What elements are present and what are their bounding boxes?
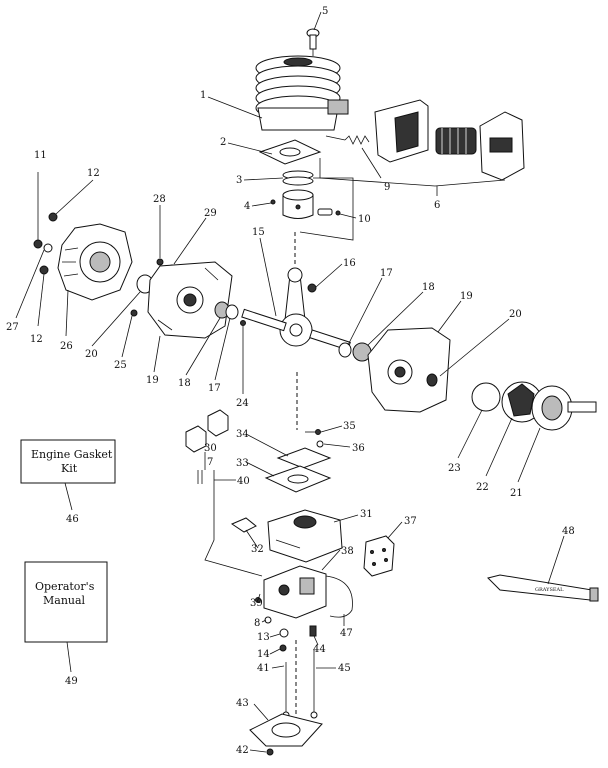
operators-manual-box: Operator's Manual bbox=[24, 561, 108, 643]
carb-gasket bbox=[230, 517, 257, 533]
manual-title: Operator's bbox=[35, 580, 95, 593]
callout-19: 19 bbox=[460, 291, 473, 302]
callout-48: 48 bbox=[562, 526, 575, 537]
callout-27: 27 bbox=[6, 322, 19, 333]
clutch-drum bbox=[531, 385, 597, 431]
callout-20: 20 bbox=[85, 349, 98, 360]
flywheel-hardware bbox=[33, 172, 58, 275]
carburetor-adapter bbox=[267, 509, 343, 563]
callout-16: 16 bbox=[343, 258, 356, 269]
callout-49: 49 bbox=[65, 676, 78, 687]
callout-4: 4 bbox=[244, 201, 250, 212]
callout-47: 47 bbox=[340, 628, 353, 639]
intake-gasket bbox=[264, 447, 332, 493]
callout-18: 18 bbox=[178, 378, 191, 389]
callout-38: 38 bbox=[341, 546, 354, 557]
callout-36: 36 bbox=[352, 443, 365, 454]
callout-34: 34 bbox=[236, 429, 249, 440]
air-filter-assembly bbox=[374, 99, 525, 181]
cover-plate bbox=[249, 713, 323, 747]
carb-mount-screws bbox=[282, 640, 318, 719]
sealant-tube: GRAYSEAL bbox=[487, 574, 599, 602]
crankshaft bbox=[241, 267, 351, 351]
callout-8: 8 bbox=[254, 618, 260, 629]
gasket-kit-subtitle: Kit bbox=[61, 462, 78, 475]
callout-3: 3 bbox=[236, 175, 242, 186]
cylinder-gasket bbox=[258, 139, 322, 165]
reed-block bbox=[363, 535, 395, 577]
left-bearing bbox=[214, 301, 246, 326]
callout-13: 13 bbox=[257, 632, 270, 643]
callout-44: 44 bbox=[313, 644, 326, 655]
callout-37: 37 bbox=[404, 516, 417, 527]
fuel-line bbox=[325, 135, 370, 145]
manual-subtitle: Manual bbox=[43, 594, 86, 607]
cover-screw bbox=[266, 748, 274, 756]
leader-lines bbox=[15, 11, 565, 753]
callout-2: 2 bbox=[220, 137, 226, 148]
sealant-tube-text: GRAYSEAL bbox=[535, 587, 564, 593]
callout-10: 10 bbox=[358, 214, 371, 225]
callout-17: 17 bbox=[380, 268, 393, 279]
callout-40: 40 bbox=[237, 476, 250, 487]
callout-28: 28 bbox=[153, 194, 166, 205]
spark-plug bbox=[306, 28, 320, 56]
callout-39: 39 bbox=[250, 598, 263, 609]
right-bearing bbox=[338, 342, 372, 362]
cylinder bbox=[255, 55, 349, 131]
callout-17: 17 bbox=[208, 383, 221, 394]
primer-parts bbox=[185, 409, 229, 484]
callout-33: 33 bbox=[236, 458, 249, 469]
callout-6: 6 bbox=[434, 200, 440, 211]
callout-15: 15 bbox=[252, 227, 265, 238]
callout-23: 23 bbox=[448, 463, 461, 474]
callout-43: 43 bbox=[236, 698, 249, 709]
flywheel bbox=[57, 223, 133, 301]
rod-bolt bbox=[307, 283, 317, 293]
throttle-rod bbox=[204, 470, 263, 577]
callout-21: 21 bbox=[510, 488, 523, 499]
gasket-kit-title: Engine Gasket bbox=[31, 448, 113, 461]
carb-screw bbox=[305, 429, 324, 448]
callout-24: 24 bbox=[236, 398, 249, 409]
carb-hardware bbox=[255, 597, 317, 652]
callout-26: 26 bbox=[60, 341, 73, 352]
callout-12: 12 bbox=[30, 334, 43, 345]
callout-41: 41 bbox=[257, 663, 270, 674]
piston-rings bbox=[282, 170, 314, 186]
callout-30: 30 bbox=[204, 443, 217, 454]
callout-29: 29 bbox=[204, 208, 217, 219]
callout-31: 31 bbox=[360, 509, 373, 520]
callout-35: 35 bbox=[343, 421, 356, 432]
crankcase-left bbox=[147, 261, 233, 339]
piston bbox=[270, 189, 341, 219]
callout-7: 7 bbox=[207, 457, 213, 468]
callout-labels: 5 1 2 3 4 9 6 10 11 12 12 27 26 28 29 20… bbox=[6, 6, 575, 756]
callout-11: 11 bbox=[34, 150, 47, 161]
carburetor bbox=[263, 565, 353, 619]
callout-18: 18 bbox=[422, 282, 435, 293]
callout-12: 12 bbox=[87, 168, 100, 179]
callout-5: 5 bbox=[322, 6, 328, 17]
o-ring bbox=[471, 382, 501, 412]
piston-group-bracket bbox=[299, 177, 354, 241]
gasket-kit-box: Engine Gasket Kit bbox=[20, 439, 116, 484]
callout-14: 14 bbox=[257, 649, 270, 660]
crankcase-right bbox=[367, 327, 451, 413]
callout-25: 25 bbox=[114, 360, 127, 371]
callout-22: 22 bbox=[476, 482, 489, 493]
callout-45: 45 bbox=[338, 663, 351, 674]
callout-42: 42 bbox=[236, 745, 249, 756]
callout-9: 9 bbox=[384, 182, 390, 193]
callout-1: 1 bbox=[200, 90, 206, 101]
callout-46: 46 bbox=[66, 514, 79, 525]
callout-19: 19 bbox=[146, 375, 159, 386]
callout-20: 20 bbox=[509, 309, 522, 320]
callout-32: 32 bbox=[251, 544, 264, 555]
